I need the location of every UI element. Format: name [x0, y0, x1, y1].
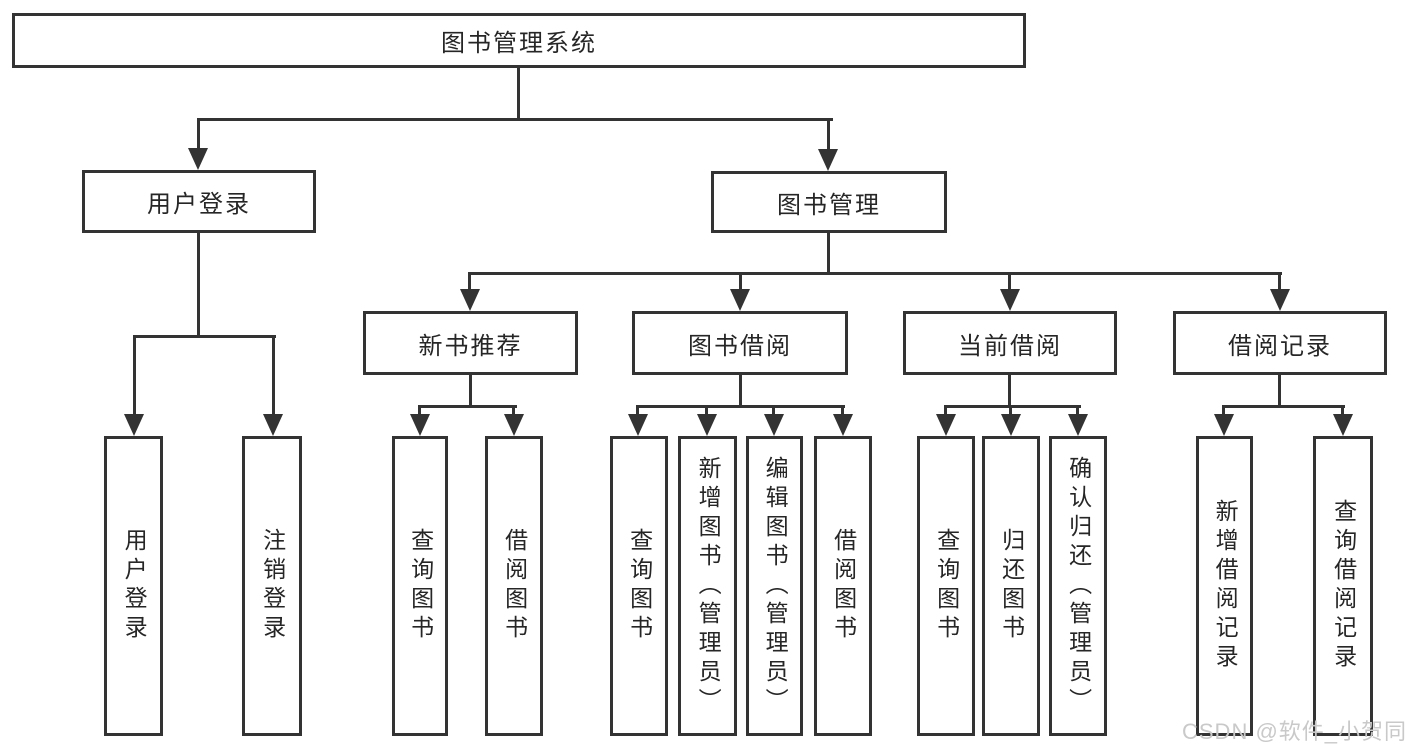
connector-line — [772, 405, 775, 417]
arrowhead-icon — [1068, 414, 1088, 436]
leaf-label: 查询图书 — [933, 528, 960, 644]
arrowhead-icon — [1214, 414, 1234, 436]
leaf-query-books-current: 查询图书 — [917, 436, 975, 736]
node-label: 新书推荐 — [418, 332, 523, 360]
leaf-logout: 注销登录 — [242, 436, 302, 736]
arrowhead-icon — [697, 414, 717, 436]
node-label: 图书借阅 — [688, 332, 792, 360]
leaf-query-books-recommend: 查询图书 — [392, 436, 448, 736]
arrowhead-icon — [460, 289, 480, 311]
arrowhead-icon — [764, 414, 784, 436]
connector-line — [197, 231, 200, 338]
node-label: 图书管理系统 — [441, 30, 597, 57]
leaf-label: 借阅图书 — [501, 528, 528, 644]
leaf-label: 归还图书 — [998, 528, 1025, 644]
arrowhead-icon — [936, 414, 956, 436]
connector-line — [418, 405, 421, 417]
arrowhead-icon — [730, 289, 750, 311]
node-library-system: 图书管理系统 — [12, 13, 1026, 68]
arrowhead-icon — [1333, 414, 1353, 436]
node-user-login: 用户登录 — [82, 170, 316, 233]
connector-line — [468, 272, 1282, 275]
leaf-label: 查询图书 — [626, 528, 653, 644]
leaf-label: 查询图书 — [407, 528, 434, 644]
leaf-add-books-admin: 新增图书（管理员） — [678, 436, 737, 736]
node-label: 用户登录 — [147, 191, 251, 218]
connector-line — [468, 272, 471, 292]
connector-line — [512, 405, 515, 417]
leaf-label: 注销登录 — [259, 528, 286, 644]
connector-line — [272, 335, 275, 417]
connector-line — [469, 373, 472, 408]
arrowhead-icon — [263, 414, 283, 436]
connector-line — [944, 405, 1081, 408]
leaf-label: 新增借阅记录 — [1212, 499, 1239, 673]
leaf-query-borrow-record: 查询借阅记录 — [1313, 436, 1373, 736]
node-book-borrow: 图书借阅 — [632, 311, 848, 375]
arrowhead-icon — [124, 414, 144, 436]
connector-line — [944, 405, 947, 417]
leaf-label: 借阅图书 — [830, 528, 857, 644]
leaf-return-books: 归还图书 — [982, 436, 1040, 736]
connector-line — [1076, 405, 1079, 417]
connector-line — [1278, 272, 1281, 292]
arrowhead-icon — [188, 148, 208, 170]
connector-line — [827, 118, 830, 153]
leaf-label: 确认归还（管理员） — [1065, 455, 1092, 717]
leaf-user-login: 用户登录 — [104, 436, 163, 736]
connector-line — [827, 231, 830, 275]
connector-line — [636, 405, 639, 417]
connector-line — [197, 118, 833, 121]
node-borrow-records: 借阅记录 — [1173, 311, 1387, 375]
connector-line — [197, 118, 200, 152]
connector-line — [133, 335, 136, 417]
connector-line — [1341, 405, 1344, 417]
leaf-query-books-borrow: 查询图书 — [610, 436, 668, 736]
node-label: 借阅记录 — [1228, 332, 1332, 360]
leaf-label: 编辑图书（管理员） — [762, 455, 789, 717]
leaf-label: 新增图书（管理员） — [695, 455, 722, 717]
connector-line — [1278, 373, 1281, 408]
arrowhead-icon — [504, 414, 524, 436]
watermark: CSDN @软件_小贺同学 — [1182, 719, 1405, 744]
connector-line — [1222, 405, 1345, 408]
node-label: 当前借阅 — [958, 332, 1062, 360]
node-label: 图书管理 — [777, 191, 881, 219]
arrowhead-icon — [1270, 289, 1290, 311]
node-current-borrow: 当前借阅 — [903, 311, 1117, 375]
node-book-management: 图书管理 — [711, 171, 947, 233]
leaf-confirm-return-admin: 确认归还（管理员） — [1049, 436, 1107, 736]
connector-line — [1222, 405, 1225, 417]
connector-line — [739, 373, 742, 408]
leaf-label: 用户登录 — [121, 528, 148, 644]
node-new-book-recommend: 新书推荐 — [363, 311, 578, 375]
arrowhead-icon — [833, 414, 853, 436]
connector-line — [1008, 272, 1011, 292]
connector-line — [636, 405, 845, 408]
leaf-add-borrow-record: 新增借阅记录 — [1196, 436, 1253, 736]
arrowhead-icon — [628, 414, 648, 436]
arrowhead-icon — [1001, 414, 1021, 436]
arrowhead-icon — [1000, 289, 1020, 311]
connector-line — [133, 335, 276, 338]
leaf-borrow-books-recommend: 借阅图书 — [485, 436, 543, 736]
leaf-label: 查询借阅记录 — [1330, 499, 1357, 673]
connector-line — [418, 405, 517, 408]
arrowhead-icon — [818, 149, 838, 171]
leaf-borrow-books: 借阅图书 — [814, 436, 872, 736]
arrowhead-icon — [410, 414, 430, 436]
connector-line — [841, 405, 844, 417]
connector-line — [517, 66, 520, 121]
connector-line — [1008, 373, 1011, 408]
leaf-edit-books-admin: 编辑图书（管理员） — [746, 436, 803, 736]
connector-line — [739, 272, 742, 292]
connector-line — [705, 405, 708, 417]
connector-line — [1009, 405, 1012, 417]
